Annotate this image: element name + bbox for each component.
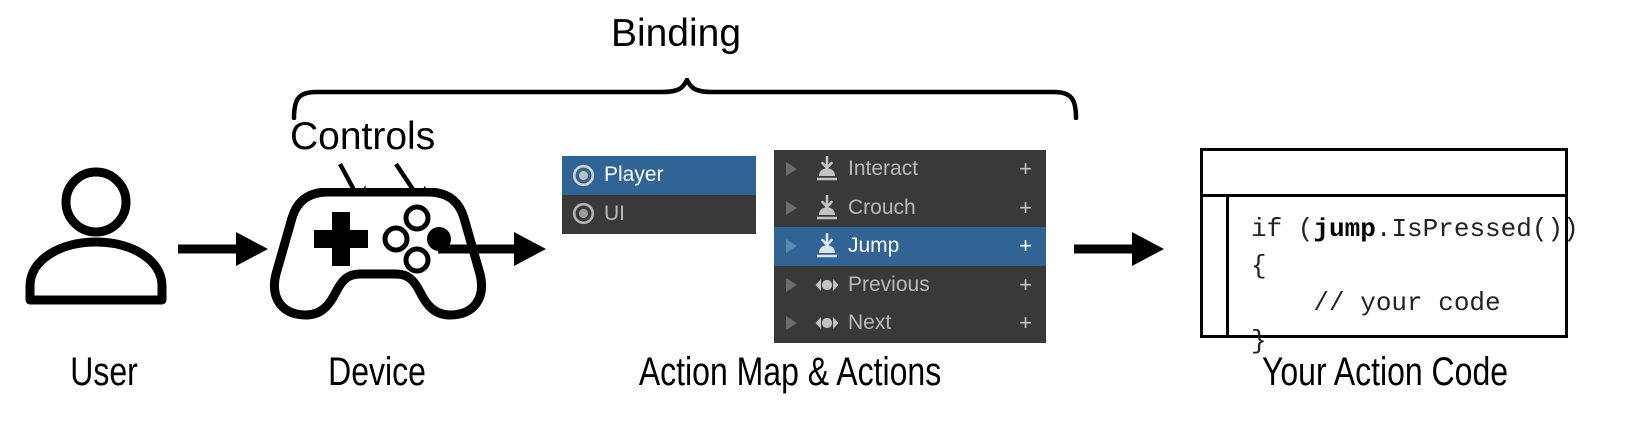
action-label: Next: [848, 311, 892, 335]
code-line-1-pre: if (: [1251, 214, 1314, 244]
code-line-3: // your code: [1251, 288, 1501, 319]
action-map-label: UI: [604, 201, 625, 225]
button-press-action-icon: [814, 194, 840, 221]
action-maps-panel: Player UI: [562, 156, 756, 234]
arrow-device-to-actionmap-icon: [438, 232, 546, 266]
code-content[interactable]: if (jump.IsPressed()) { // your code }: [1229, 197, 1579, 356]
code-line-2: {: [1251, 251, 1267, 282]
code-window: if (jump.IsPressed()) { // your code }: [1200, 148, 1579, 356]
arrow-user-to-device-icon: [178, 232, 268, 266]
action-map-label: Player: [604, 163, 664, 187]
caption-user: User: [70, 350, 138, 394]
caption-code: Your Action Code: [1261, 350, 1509, 394]
code-line-4: }: [1251, 325, 1267, 356]
action-row-jump[interactable]: Jump +: [774, 227, 1046, 266]
action-label: Previous: [848, 272, 930, 296]
radio-circle-icon: [572, 202, 595, 225]
action-map-row-ui[interactable]: UI: [562, 195, 756, 234]
add-binding-plus-icon[interactable]: +: [1019, 310, 1032, 336]
add-binding-plus-icon[interactable]: +: [1019, 271, 1032, 297]
foldout-triangle-icon[interactable]: [782, 276, 800, 294]
caption-action-map: Action Map & Actions: [638, 350, 942, 394]
caption-device: Device: [328, 350, 426, 394]
controls-label: Controls: [290, 115, 436, 158]
code-window-gutter: [1203, 197, 1229, 335]
action-label: Crouch: [848, 195, 916, 219]
radio-circle-icon: [572, 164, 595, 187]
add-binding-plus-icon[interactable]: +: [1019, 156, 1032, 182]
action-label: Interact: [848, 157, 919, 181]
axis-1d-action-icon: [814, 310, 840, 336]
user-person-icon: [25, 167, 167, 305]
action-label: Jump: [848, 234, 900, 258]
axis-1d-action-icon: [814, 272, 840, 298]
action-map-row-player[interactable]: Player: [562, 156, 756, 195]
foldout-triangle-icon[interactable]: [782, 160, 800, 178]
arrow-actions-to-code-icon: [1074, 232, 1164, 266]
code-window-titlebar: [1203, 151, 1565, 197]
code-line-1-post: .IsPressed()): [1375, 214, 1579, 244]
add-binding-plus-icon[interactable]: +: [1019, 194, 1032, 220]
foldout-triangle-icon[interactable]: [782, 314, 800, 332]
code-token-jump: jump: [1313, 214, 1376, 244]
gamepad-icon: [270, 188, 486, 320]
actions-panel: Interact + Crouch +: [774, 150, 1046, 343]
foldout-triangle-icon[interactable]: [782, 237, 800, 255]
action-row-next[interactable]: Next +: [774, 304, 1046, 343]
button-press-action-icon: [814, 156, 840, 182]
action-row-crouch[interactable]: Crouch +: [774, 189, 1046, 228]
action-row-previous[interactable]: Previous +: [774, 266, 1046, 305]
button-press-action-icon: [814, 233, 840, 259]
action-row-interact[interactable]: Interact +: [774, 150, 1046, 189]
binding-label: Binding: [610, 12, 742, 55]
add-binding-plus-icon[interactable]: +: [1019, 233, 1032, 259]
binding-brace: [291, 78, 1079, 120]
foldout-triangle-icon[interactable]: [782, 199, 800, 217]
